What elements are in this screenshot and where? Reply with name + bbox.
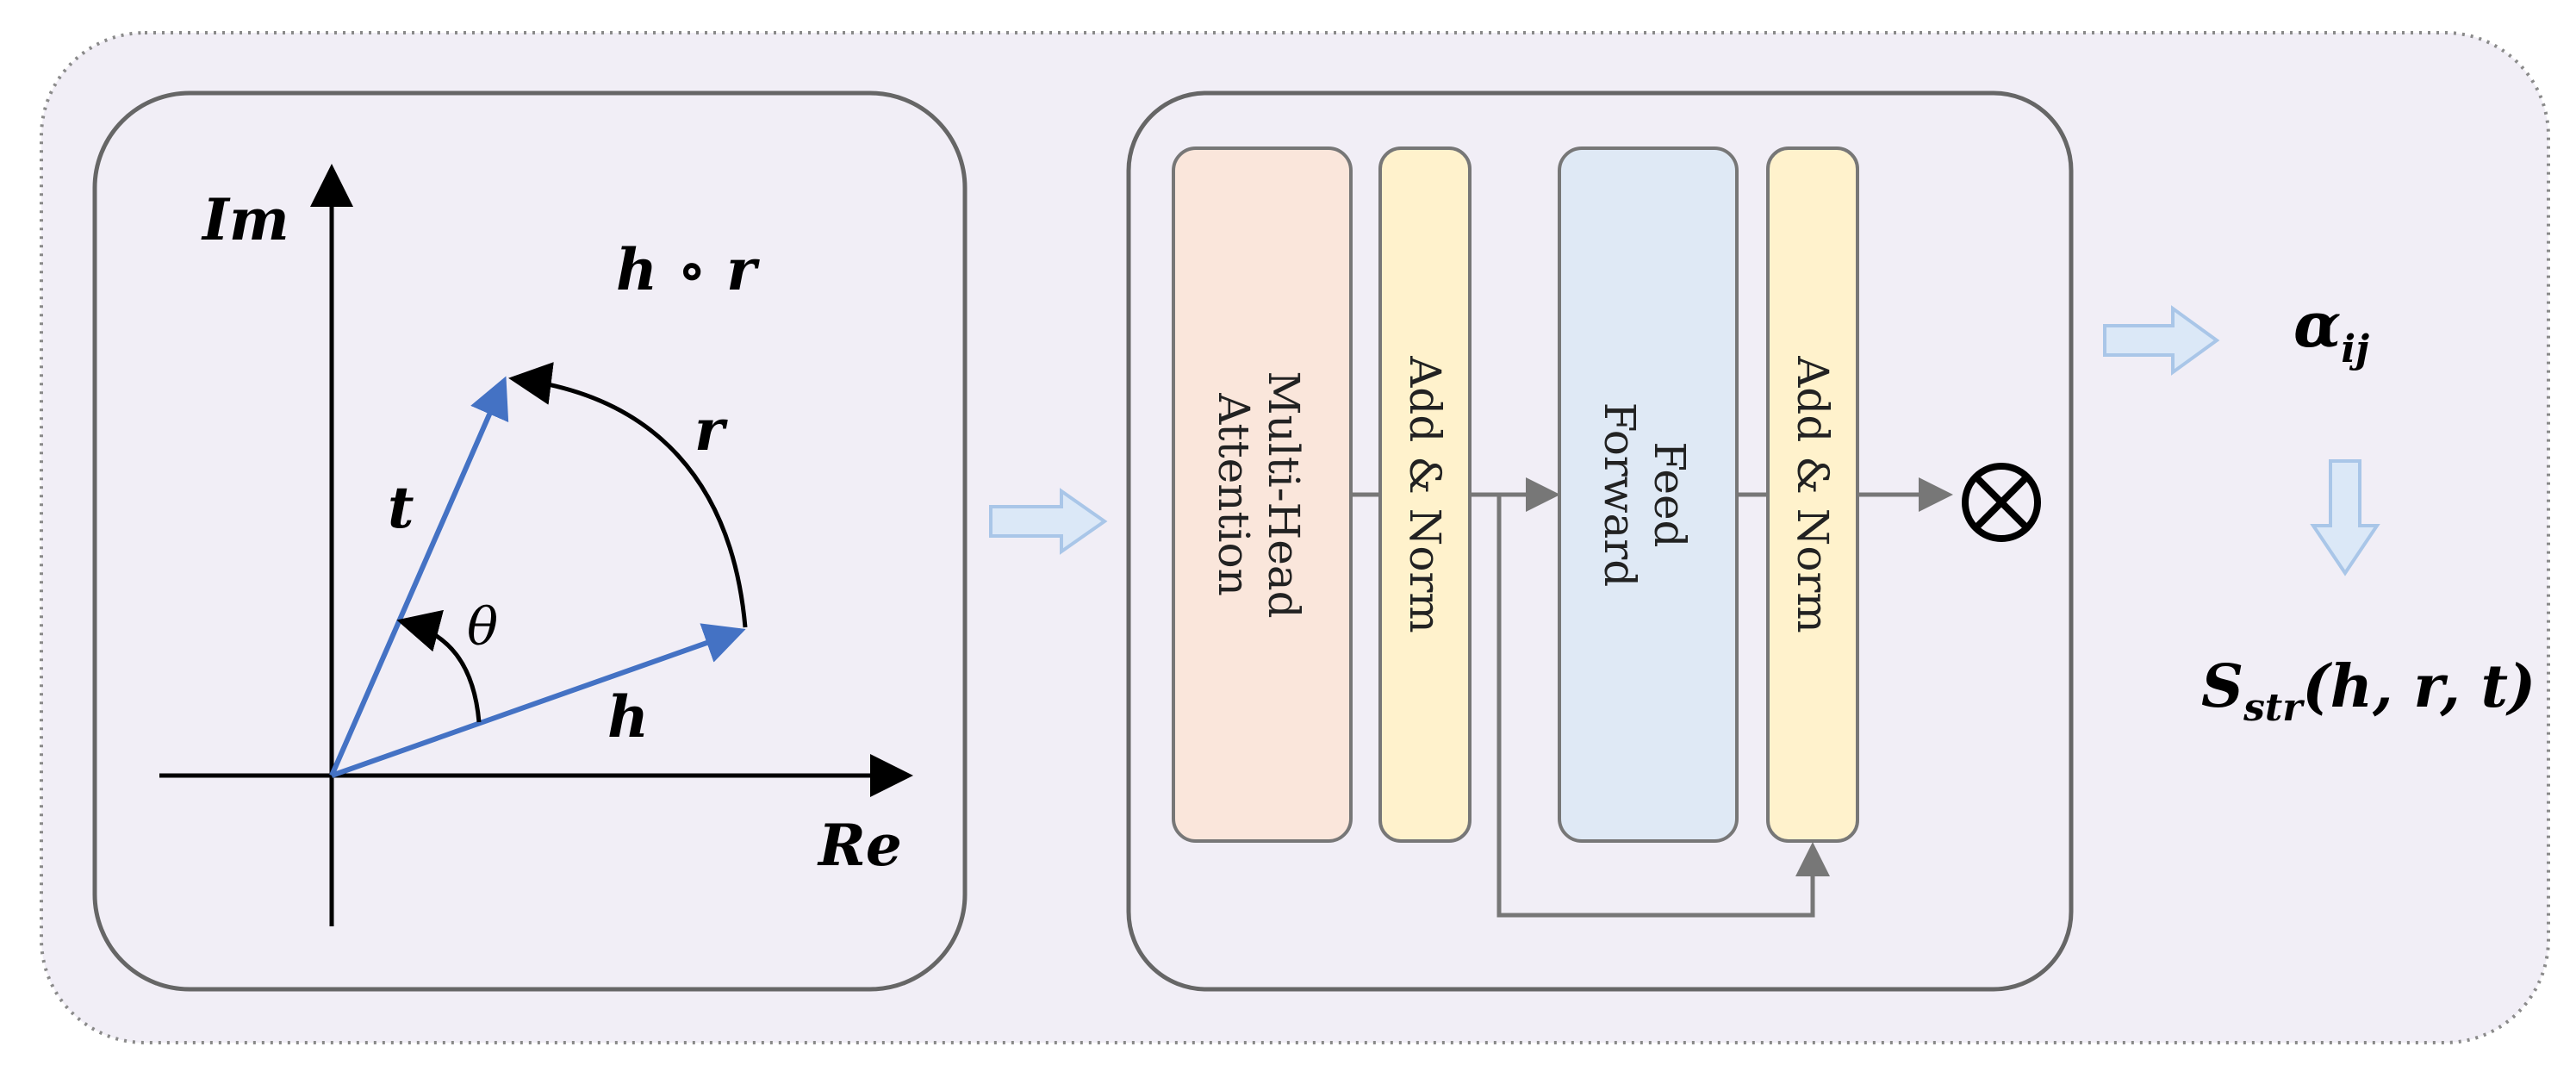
imaginary-axis-label: Im <box>201 186 289 253</box>
residual-skip-connection <box>1496 495 1830 918</box>
score-subscript: str <box>2243 686 2305 730</box>
complex-plane-frame <box>92 90 968 992</box>
attention-weight-subscript: ij <box>2341 327 2369 371</box>
flow-arrow-to-alpha <box>2103 305 2220 376</box>
multi-head-attention-label-line2: Attention <box>1209 392 1259 596</box>
elementwise-product-cross-2 <box>1973 474 2030 531</box>
vector-t-label: t <box>388 474 414 541</box>
add-norm-label-1: Add & Norm <box>1400 355 1450 633</box>
angle-label: θ <box>467 597 498 657</box>
score-function-label: Sstr(h, r, t) <box>2201 652 2536 730</box>
attention-weight-symbol: α <box>2293 288 2341 361</box>
transformer-panel: Multi-Head Attention Add & Norm Feed For… <box>1126 90 2074 992</box>
score-arguments: (h, r, t) <box>2302 652 2536 721</box>
feed-forward-label-line1: Feed <box>1645 441 1695 547</box>
hadamard-expression: h ∘ r <box>616 236 760 303</box>
flow-arrow-to-transformer <box>989 488 1108 555</box>
add-norm-label-2: Add & Norm <box>1788 355 1838 633</box>
score-symbol: S <box>2201 652 2243 721</box>
vector-h-label: h <box>607 683 649 751</box>
elementwise-product-circle <box>1962 463 2041 542</box>
vector-h-arrow <box>330 623 746 778</box>
attention-weight-label: αij <box>2293 288 2369 371</box>
multi-head-attention-label-line1: Multi-Head <box>1259 371 1309 618</box>
angle-arc <box>396 609 482 723</box>
complex-plane-panel: Im Re h ∘ r t h r θ <box>92 90 968 992</box>
real-axis-label: Re <box>817 812 902 879</box>
flow-arrow-to-score <box>2310 459 2380 576</box>
feed-forward-label-line2: Forward <box>1595 402 1645 587</box>
rotation-label: r <box>694 396 728 464</box>
vector-t-arrow <box>329 376 509 777</box>
rotation-arc <box>508 362 748 628</box>
